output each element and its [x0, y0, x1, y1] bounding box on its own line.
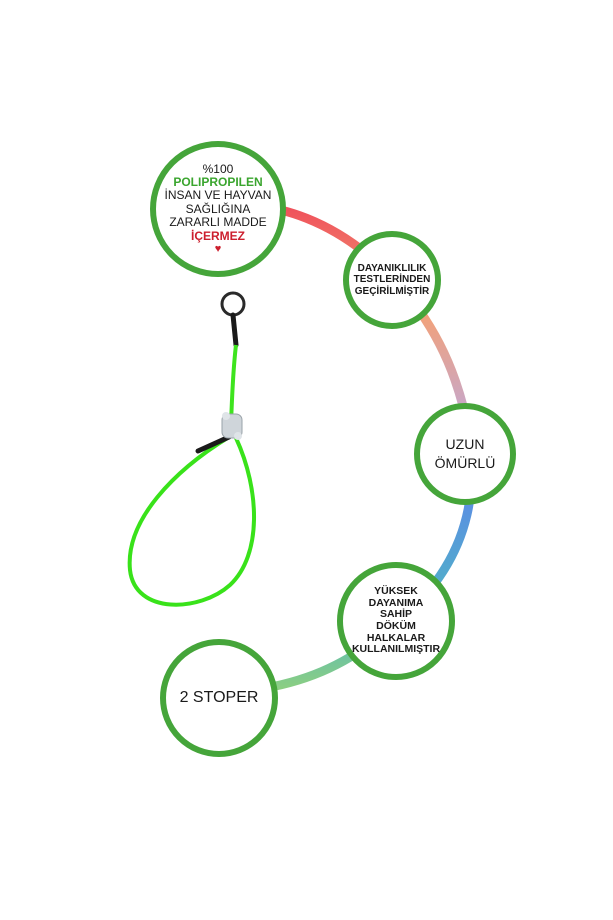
leash-end-cap [195, 434, 232, 454]
tested-line2: TESTLERİNDEN [353, 274, 431, 286]
tested-line3: GEÇİRİLMİŞTİR [354, 285, 430, 297]
badge-stopper: 2 STOPER [160, 639, 278, 757]
badge-tested: DAYANIKLILIK TESTLERİNDEN GEÇİRİLMİŞTİR [343, 231, 441, 329]
heart-icon: ♥ [214, 243, 222, 256]
material-line1: %100 [202, 161, 234, 176]
material-line4: SAĞLIĞINA [185, 201, 251, 216]
leash-lead [229, 344, 238, 426]
badge-rings: YÜKSEK DAYANIMA SAHİP DÖKÜM HALKALAR KUL… [337, 562, 455, 680]
stopper-line1: 2 STOPER [179, 689, 259, 707]
lifetime-line2: ÖMÜRLÜ [434, 455, 496, 471]
material-line5: ZARARLI MADDE [169, 215, 267, 230]
material-line6: İÇERMEZ [191, 228, 245, 243]
material-line3: İNSAN VE HAYVAN [164, 188, 272, 203]
badge-lifetime: UZUN ÖMÜRLÜ [414, 403, 516, 505]
rings-line2: DAYANIMA [368, 596, 424, 609]
slip-leash-icon [127, 291, 256, 607]
tested-line1: DAYANIKLILIK [357, 263, 427, 275]
rings-line3: SAHİP [379, 608, 413, 621]
leash-loop [127, 435, 256, 607]
rings-line6: KULLANILMIŞTIR [351, 643, 441, 656]
material-line2: POLIPROPILEN [173, 174, 263, 189]
stopper-bead [221, 413, 243, 439]
badge-material: %100 POLIPROPILEN İNSAN VE HAYVAN SAĞLIĞ… [150, 141, 286, 277]
rings-line1: YÜKSEK [374, 585, 418, 598]
lifetime-line1: UZUN [445, 436, 485, 453]
rings-line5: HALKALAR [366, 631, 426, 644]
ring-clasp [230, 312, 239, 348]
key-ring [220, 291, 246, 317]
rings-line4: DÖKÜM [376, 620, 416, 632]
